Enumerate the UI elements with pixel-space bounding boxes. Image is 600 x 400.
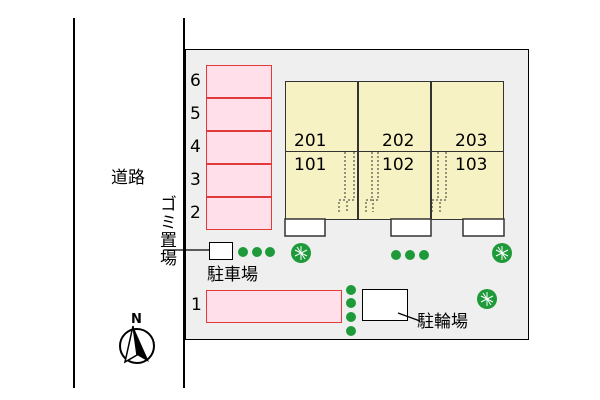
- building-unit-3: [431, 81, 504, 220]
- parking-slot-3: [206, 164, 272, 197]
- shrub-dot: [346, 326, 356, 336]
- shrub-dot: [419, 250, 429, 260]
- parking-label: 駐車場: [207, 265, 258, 285]
- parking-slot-number: 4: [190, 137, 201, 157]
- parking-slot-2: [206, 197, 272, 230]
- parking-slot-number: 5: [190, 104, 201, 124]
- road-label: 道路: [111, 168, 145, 188]
- room-number: 203: [455, 131, 488, 151]
- stair-dashes: [338, 152, 447, 212]
- shrub-dot: [252, 247, 262, 257]
- tree: [477, 289, 497, 309]
- entrance-step: [390, 218, 432, 237]
- garbage-area-label: ゴミ置場: [156, 195, 176, 267]
- room-number: 202: [382, 131, 415, 151]
- shrub-dot: [265, 247, 275, 257]
- shrub-dot: [346, 298, 356, 308]
- bicycle-parking-box: [362, 289, 408, 321]
- parking-slot-number: 6: [190, 71, 201, 91]
- compass-north-label: N: [131, 312, 142, 327]
- parking-slot-1: [206, 290, 342, 323]
- road-edge-right: [183, 18, 185, 388]
- floor-divider: [285, 151, 504, 152]
- road-edge-left: [73, 18, 75, 388]
- parking-slot-6: [206, 65, 272, 98]
- parking-slot-number: 2: [190, 203, 201, 223]
- shrub-dot: [346, 285, 356, 295]
- entrance-step: [462, 218, 505, 237]
- building-unit-2: [358, 81, 431, 220]
- parking-slot-number: 1: [191, 295, 202, 315]
- parking-slot-5: [206, 98, 272, 131]
- shrub-dot: [405, 250, 415, 260]
- tree: [291, 243, 311, 263]
- entrance-steps: [284, 218, 505, 237]
- bicycle-parking-label: 駐輪場: [417, 312, 468, 332]
- shrub-dot: [238, 247, 248, 257]
- room-number: 101: [294, 155, 327, 175]
- tree: [492, 243, 512, 263]
- room-number: 201: [294, 131, 327, 151]
- shrub-dot: [391, 250, 401, 260]
- room-number: 102: [382, 155, 415, 175]
- shrubs: [238, 247, 429, 336]
- parking-slot-number: 3: [190, 170, 201, 190]
- entrance-step: [284, 218, 326, 237]
- compass-icon: [119, 325, 155, 364]
- parking-slot-4: [206, 131, 272, 164]
- room-number: 103: [455, 155, 488, 175]
- shrub-dot: [346, 312, 356, 322]
- bicycle-leader-line: [397, 312, 421, 322]
- building-unit-1: [285, 81, 358, 220]
- garbage-box: [209, 242, 233, 260]
